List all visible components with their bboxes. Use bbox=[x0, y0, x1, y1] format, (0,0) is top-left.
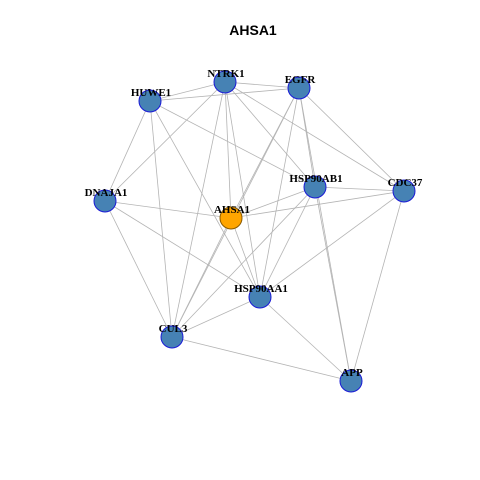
edge-hsp90ab1-cul3 bbox=[171, 186, 316, 338]
edge-ahsa1-cdc37 bbox=[230, 190, 405, 219]
node-dnaja1[interactable] bbox=[93, 189, 117, 213]
edge-huwe1-hsp90ab1 bbox=[149, 100, 316, 188]
edge-egfr-hsp90aa1 bbox=[259, 87, 300, 298]
edge-layer bbox=[104, 81, 405, 382]
node-label-hsp90aa1: HSP90AA1 bbox=[234, 283, 288, 295]
node-layer bbox=[93, 70, 416, 393]
node-label-ahsa1: AHSA1 bbox=[214, 204, 250, 216]
edge-ntrk1-cdc37 bbox=[224, 81, 405, 192]
node-label-dnaja1: DNAJA1 bbox=[85, 187, 128, 199]
edge-huwe1-hsp90aa1 bbox=[149, 100, 261, 298]
node-hsp90aa1[interactable] bbox=[248, 285, 272, 309]
node-hsp90ab1[interactable] bbox=[303, 175, 327, 199]
node-ntrk1[interactable] bbox=[213, 70, 237, 94]
node-label-hsp90ab1: HSP90AB1 bbox=[289, 173, 342, 185]
edge-ahsa1-ntrk1 bbox=[224, 81, 232, 219]
edge-ntrk1-egfr bbox=[224, 81, 300, 89]
edge-ntrk1-cul3 bbox=[171, 81, 226, 338]
node-huwe1[interactable] bbox=[138, 89, 162, 113]
node-label-app: APP bbox=[341, 367, 363, 379]
edge-dnaja1-hsp90aa1 bbox=[104, 200, 261, 298]
edge-cul3-app bbox=[171, 336, 352, 382]
edge-ntrk1-huwe1 bbox=[149, 81, 226, 102]
edge-ntrk1-hsp90ab1 bbox=[224, 81, 316, 188]
node-app[interactable] bbox=[339, 369, 363, 393]
edge-huwe1-cul3 bbox=[149, 100, 173, 338]
node-ahsa1[interactable] bbox=[219, 206, 243, 230]
edge-ahsa1-dnaja1 bbox=[104, 200, 232, 219]
edge-hsp90aa1-cul3 bbox=[171, 296, 261, 338]
edge-hsp90ab1-hsp90aa1 bbox=[259, 186, 316, 298]
node-label-ntrk1: NTRK1 bbox=[207, 68, 244, 80]
node-label-cdc37: CDC37 bbox=[388, 177, 423, 189]
node-egfr[interactable] bbox=[287, 76, 311, 100]
edge-egfr-cdc37 bbox=[298, 87, 405, 192]
edge-ahsa1-hsp90aa1 bbox=[230, 217, 261, 298]
edge-egfr-huwe1 bbox=[149, 87, 300, 102]
edge-huwe1-dnaja1 bbox=[104, 100, 151, 202]
edge-hsp90ab1-cdc37 bbox=[314, 186, 405, 192]
edge-hsp90ab1-app bbox=[314, 186, 352, 382]
edge-ntrk1-hsp90aa1 bbox=[224, 81, 261, 298]
edge-ntrk1-dnaja1 bbox=[104, 81, 226, 202]
node-label-cul3: CUL3 bbox=[159, 323, 188, 335]
node-label-huwe1: HUWE1 bbox=[131, 87, 171, 99]
edge-cdc37-hsp90aa1 bbox=[259, 190, 405, 298]
node-label-egfr: EGFR bbox=[285, 74, 317, 86]
node-cul3[interactable] bbox=[160, 325, 184, 349]
edge-cdc37-app bbox=[350, 190, 405, 382]
edge-ahsa1-hsp90ab1 bbox=[230, 186, 316, 219]
edge-hsp90aa1-app bbox=[259, 296, 352, 382]
graph-title: AHSA1 bbox=[229, 22, 277, 38]
node-cdc37[interactable] bbox=[392, 179, 416, 203]
edge-dnaja1-cul3 bbox=[104, 200, 173, 338]
